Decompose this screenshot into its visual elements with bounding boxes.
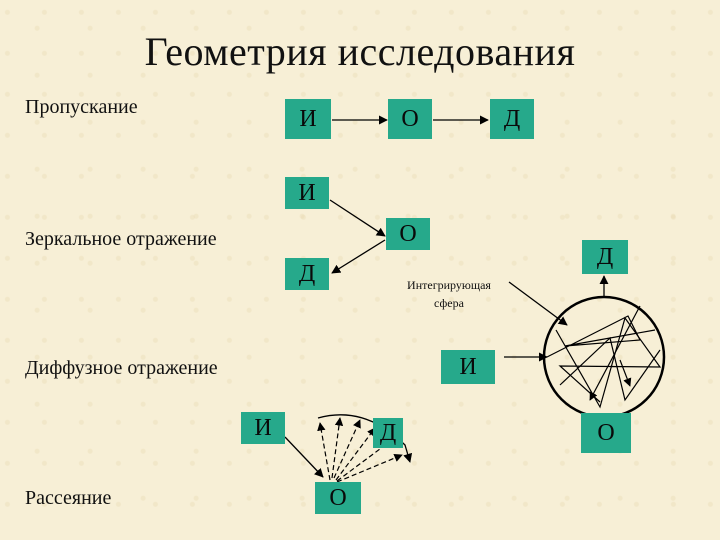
integrating-sphere-caption: Интегрирующая сфера xyxy=(407,278,491,310)
sphere-caption-pointer xyxy=(508,281,568,326)
specular-source-box: И xyxy=(285,177,329,209)
transmission-detector-box: Д xyxy=(490,99,534,139)
label-specular-reflection: Зеркальное отражение xyxy=(25,228,217,250)
transmission-object-box: О xyxy=(388,99,432,139)
specular-object-box: О xyxy=(386,218,430,250)
scattering-dashed-rays xyxy=(317,417,403,483)
label-transmission: Пропускание xyxy=(25,96,138,118)
diffuse-detector-box: Д xyxy=(582,240,628,274)
specular-arrow-incident xyxy=(329,199,386,237)
label-scattering: Рассеяние xyxy=(25,487,112,509)
specular-detector-box: Д xyxy=(285,258,329,290)
sphere-internal-rays xyxy=(546,305,662,409)
diffuse-source-box: И xyxy=(441,350,495,384)
scattering-source-box: И xyxy=(241,412,285,444)
scattering-object-box: О xyxy=(315,482,361,514)
label-diffuse-reflection: Диффузное отражение xyxy=(25,357,218,379)
scattering-arrow-incident xyxy=(284,436,324,478)
transmission-source-box: И xyxy=(285,99,331,139)
slide-title: Геометрия исследования xyxy=(144,29,576,74)
scattering-detector-box: Д xyxy=(373,418,403,448)
specular-arrow-reflected xyxy=(331,239,386,274)
integrating-sphere xyxy=(542,295,666,419)
diffuse-object-box: О xyxy=(581,413,631,453)
